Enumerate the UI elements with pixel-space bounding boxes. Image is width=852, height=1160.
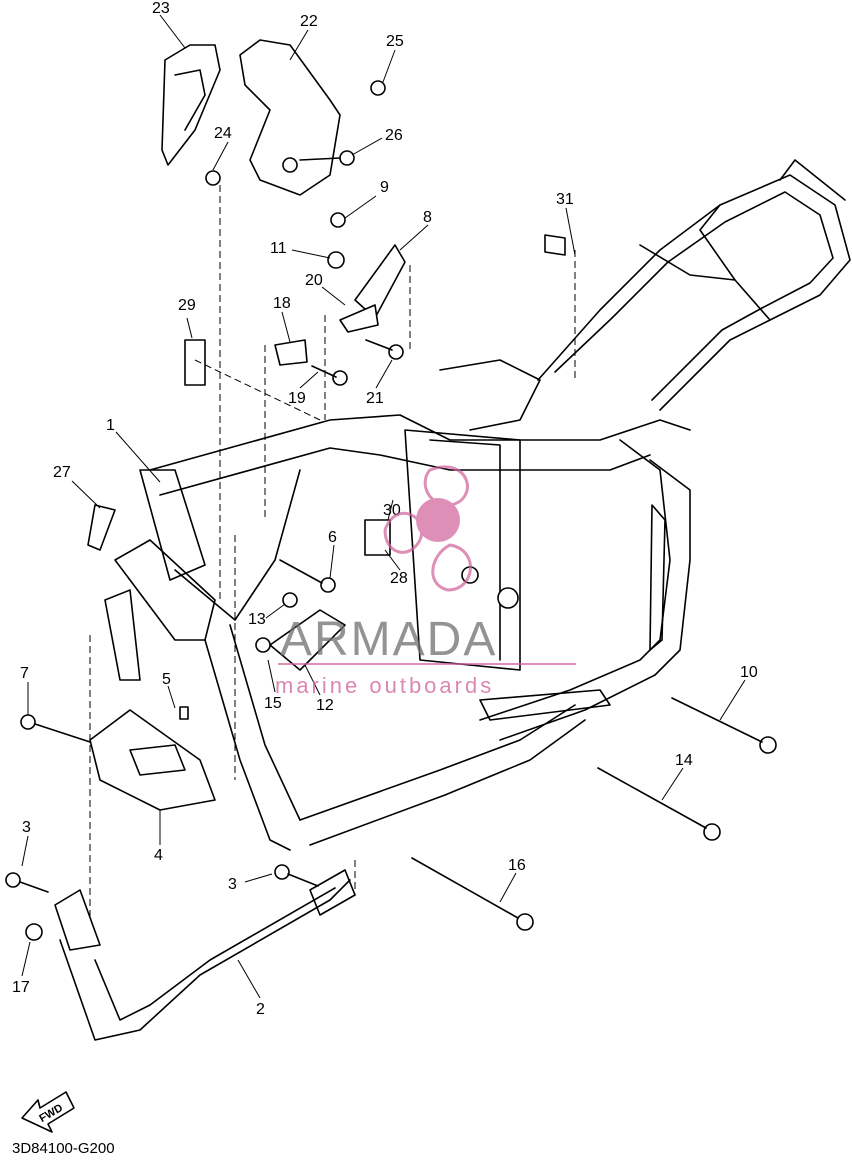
callout-31: 31 [556, 191, 574, 208]
callout-24: 24 [214, 125, 232, 142]
main-frame [54, 159, 851, 1041]
callout-15: 15 [264, 695, 282, 712]
callout-numbers: 23 22 25 24 26 9 31 8 11 20 29 18 19 21 … [12, 0, 758, 1018]
callout-20: 20 [305, 272, 323, 289]
fwd-arrow: FWD [21, 1091, 75, 1133]
callout-14: 14 [675, 752, 693, 769]
callout-19: 19 [288, 390, 306, 407]
leader-lines [21, 14, 746, 999]
callout-1: 1 [106, 417, 115, 434]
callout-3-upper: 3 [22, 819, 31, 836]
armada-watermark: ARMADA marine outboards [275, 465, 576, 698]
callout-23: 23 [152, 0, 170, 17]
callout-12: 12 [316, 697, 334, 714]
callout-2: 2 [256, 1001, 265, 1018]
callout-8: 8 [423, 209, 432, 226]
callout-22: 22 [300, 13, 318, 30]
drawing-code: 3D84100-G200 [12, 1140, 115, 1157]
callout-26: 26 [385, 127, 403, 144]
callout-16: 16 [508, 857, 526, 874]
watermark-subtitle: marine outboards [275, 673, 494, 698]
callout-10: 10 [740, 664, 758, 681]
fasteners [5, 80, 777, 941]
callout-29: 29 [178, 297, 196, 314]
callout-4: 4 [154, 847, 163, 864]
cover-parts [161, 39, 341, 196]
callout-25: 25 [386, 33, 404, 50]
callout-27: 27 [53, 464, 71, 481]
callout-13: 13 [248, 611, 266, 628]
callout-5: 5 [162, 671, 171, 688]
callout-6: 6 [328, 529, 337, 546]
watermark-name: ARMADA [280, 613, 497, 666]
callout-11: 11 [270, 240, 287, 257]
callout-9: 9 [380, 179, 389, 196]
callout-3-lower: 3 [228, 876, 237, 893]
callout-21: 21 [366, 390, 384, 407]
assembly-guide-lines [89, 185, 576, 920]
callout-28: 28 [390, 570, 408, 587]
armada-logo-icon [383, 465, 472, 592]
callout-17: 17 [12, 979, 30, 996]
callout-7: 7 [20, 665, 29, 682]
callout-18: 18 [273, 295, 291, 312]
